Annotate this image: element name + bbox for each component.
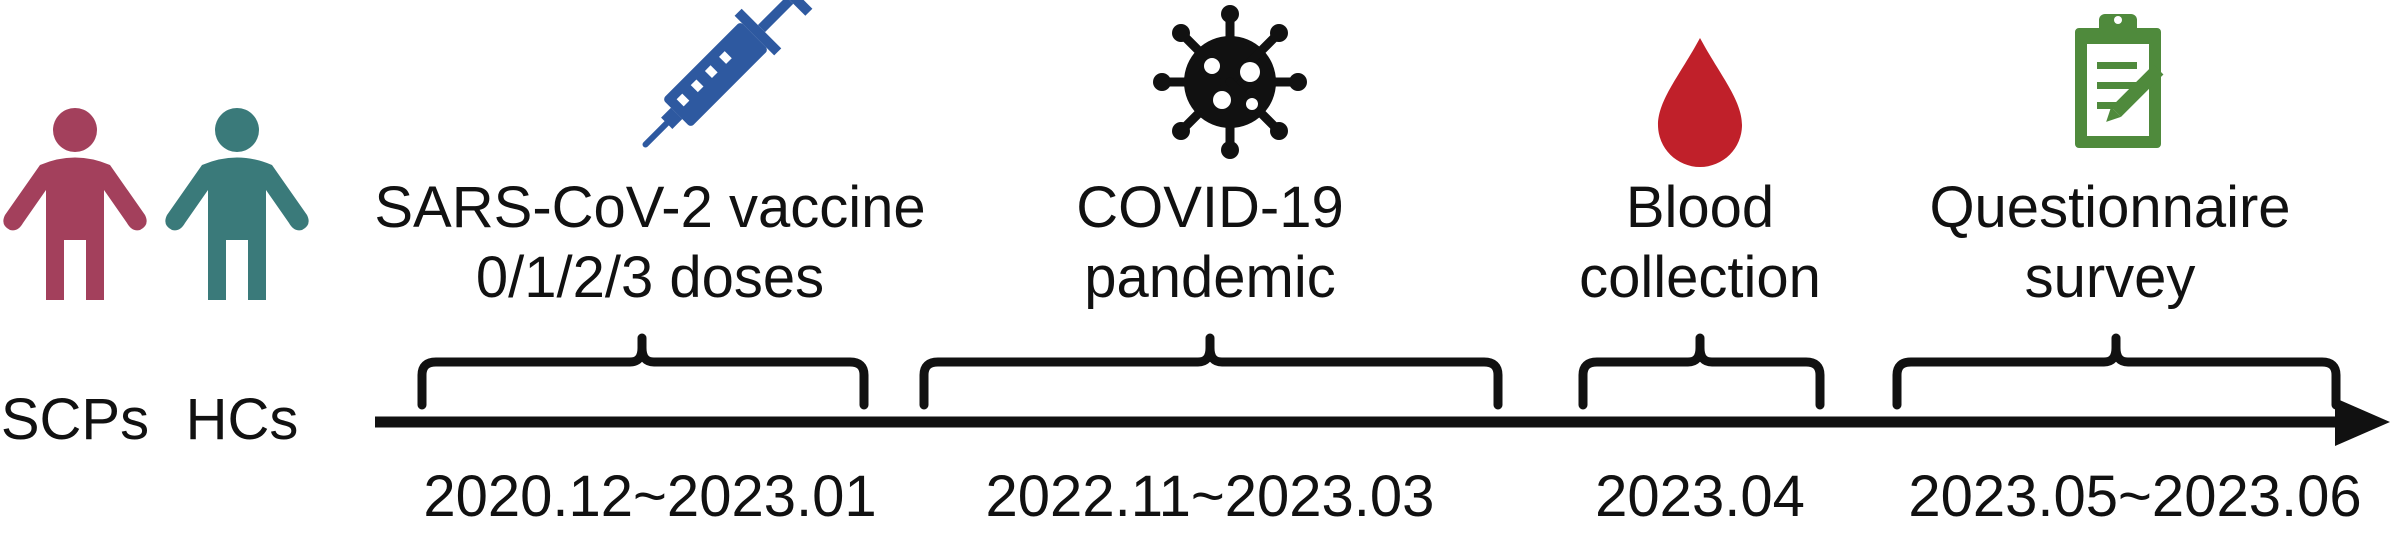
event-blood-line2: collection xyxy=(1579,245,1821,310)
event-vaccine-date: 2020.12~2023.01 xyxy=(423,464,877,529)
brace-pandemic xyxy=(919,333,1503,410)
brace-survey xyxy=(1892,333,2341,410)
group-label-scps: SCPs xyxy=(0,387,150,452)
virus-icon xyxy=(1153,5,1307,159)
blood-drop-icon xyxy=(1658,38,1742,167)
event-survey-line2: survey xyxy=(2024,245,2196,310)
event-survey-date: 2023.05~2023.06 xyxy=(1908,464,2362,529)
timeline-arrowhead xyxy=(2335,398,2390,446)
event-pandemic-line2: pandemic xyxy=(1084,245,1336,310)
event-vaccine-line1: SARS-CoV-2 vaccine xyxy=(374,175,926,240)
group-label-hcs: HCs xyxy=(185,387,299,452)
event-survey-line1: Questionnaire xyxy=(1929,175,2291,240)
event-pandemic-date: 2022.11~2023.03 xyxy=(985,464,1435,529)
brace-vaccine xyxy=(417,333,869,410)
brace-blood xyxy=(1578,333,1825,410)
event-blood-line1: Blood xyxy=(1625,175,1775,240)
syringe-icon xyxy=(642,0,813,148)
event-pandemic-line1: COVID-19 xyxy=(1076,175,1344,240)
clipboard-icon xyxy=(2075,14,2164,148)
person-icon-scps xyxy=(3,108,147,300)
event-blood-date: 2023.04 xyxy=(1595,464,1805,529)
event-vaccine-line2: 0/1/2/3 doses xyxy=(475,245,825,310)
person-icon-hcs xyxy=(165,108,309,300)
